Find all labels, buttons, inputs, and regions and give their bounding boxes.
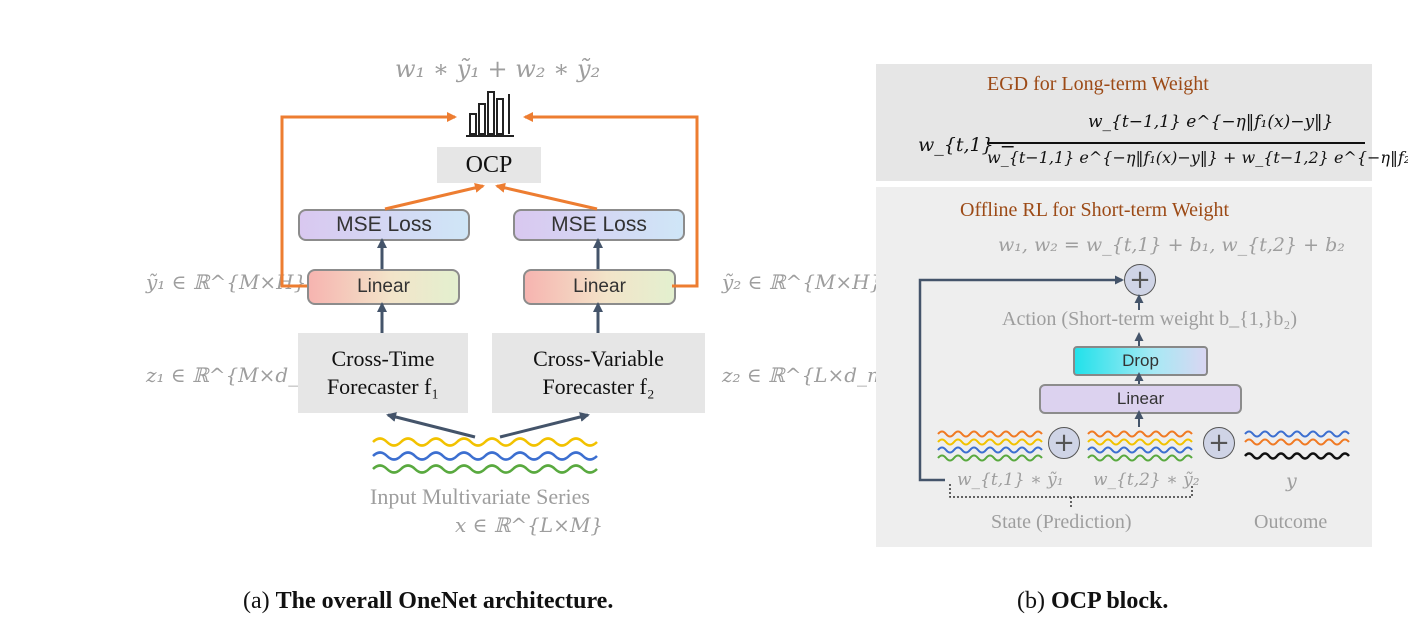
egd-title: EGD for Long-term Weight: [987, 73, 1209, 95]
cross-time-forecaster: Cross-Time Forecaster f₁: [298, 333, 468, 413]
orange-mse-right-to-ocp: [495, 182, 598, 211]
egd-numerator: w_{t−1,1} e^{−η‖f₁(x)−y‖}: [1088, 112, 1334, 132]
caption-b-prefix: (b): [1017, 588, 1045, 614]
linear-right: Linear: [523, 269, 676, 305]
input-label: Input Multivariate Series: [370, 484, 590, 509]
forecaster-right-line1: Cross-Variable: [533, 346, 664, 371]
rl-formula: w₁, w₂ = w_{t,1} + b₁, w_{t,2} + b₂: [998, 234, 1345, 256]
wave-blue: [372, 451, 598, 461]
egd-panel: [876, 64, 1372, 181]
caption-a: (a) The overall OneNet architecture.: [243, 588, 613, 615]
navy-input-to-right: [499, 412, 590, 439]
state-w2: w_{t,2} ∗ ỹ₂: [1093, 470, 1200, 490]
linear-box-b: Linear: [1039, 384, 1242, 414]
action-label: Action (Short-term weight b_{1,}b₂): [1002, 308, 1298, 330]
caption-a-prefix: (a): [243, 588, 270, 614]
cross-variable-forecaster: Cross-Variable Forecaster f₂: [492, 333, 705, 413]
egd-lhs: w_{t,1} =: [918, 134, 1016, 156]
linear-left: Linear: [307, 269, 460, 305]
y2-label: ỹ₂ ∈ ℝ^{M×H}: [722, 270, 883, 294]
wave-yellow: [372, 437, 598, 447]
mse-loss-right: MSE Loss: [513, 209, 685, 241]
input-math: x ∈ ℝ^{L×M}: [455, 513, 604, 537]
rl-title: Offline RL for Short-term Weight: [960, 199, 1230, 221]
plus-right-icon: +: [1203, 427, 1235, 459]
plus-top-icon: +: [1124, 264, 1156, 296]
top-formula: w₁ ∗ ỹ₁ + w₂ ∗ ỹ₂: [395, 55, 601, 83]
orange-loop-right: [523, 112, 699, 288]
wave-green: [372, 464, 598, 474]
outcome-caption: Outcome: [1254, 511, 1328, 533]
ocp-box: OCP: [437, 147, 541, 183]
plus-left-icon: +: [1048, 427, 1080, 459]
caption-b: (b) OCP block.: [1017, 588, 1168, 615]
state-caption: State (Prediction): [991, 511, 1132, 533]
caption-a-text: The overall OneNet architecture.: [275, 588, 614, 614]
egd-denominator: w_{t−1,1} e^{−η‖f₁(x)−y‖} + w_{t−1,2} e^…: [987, 148, 1408, 167]
mse-loss-left: MSE Loss: [298, 209, 470, 241]
state-w1: w_{t,1} ∗ ỹ₁: [957, 470, 1064, 490]
navy-input-to-left: [386, 412, 476, 439]
y1-label: ỹ₁ ∈ ℝ^{M×H}: [146, 270, 307, 294]
orange-mse-left-to-ocp: [384, 182, 485, 211]
forecaster-left-line2: Forecaster f₁: [326, 374, 440, 399]
y-label: y: [1286, 470, 1297, 492]
caption-b-text: OCP block.: [1050, 588, 1169, 614]
drop-box: Drop: [1073, 346, 1208, 376]
z2-label: z₂ ∈ ℝ^{L×d_m}: [722, 363, 899, 387]
orange-loop-left: [280, 112, 457, 288]
forecaster-right-line2: Forecaster f₂: [542, 374, 655, 399]
forecaster-left-line1: Cross-Time: [331, 346, 435, 371]
egd-fraction-bar: [987, 142, 1365, 144]
